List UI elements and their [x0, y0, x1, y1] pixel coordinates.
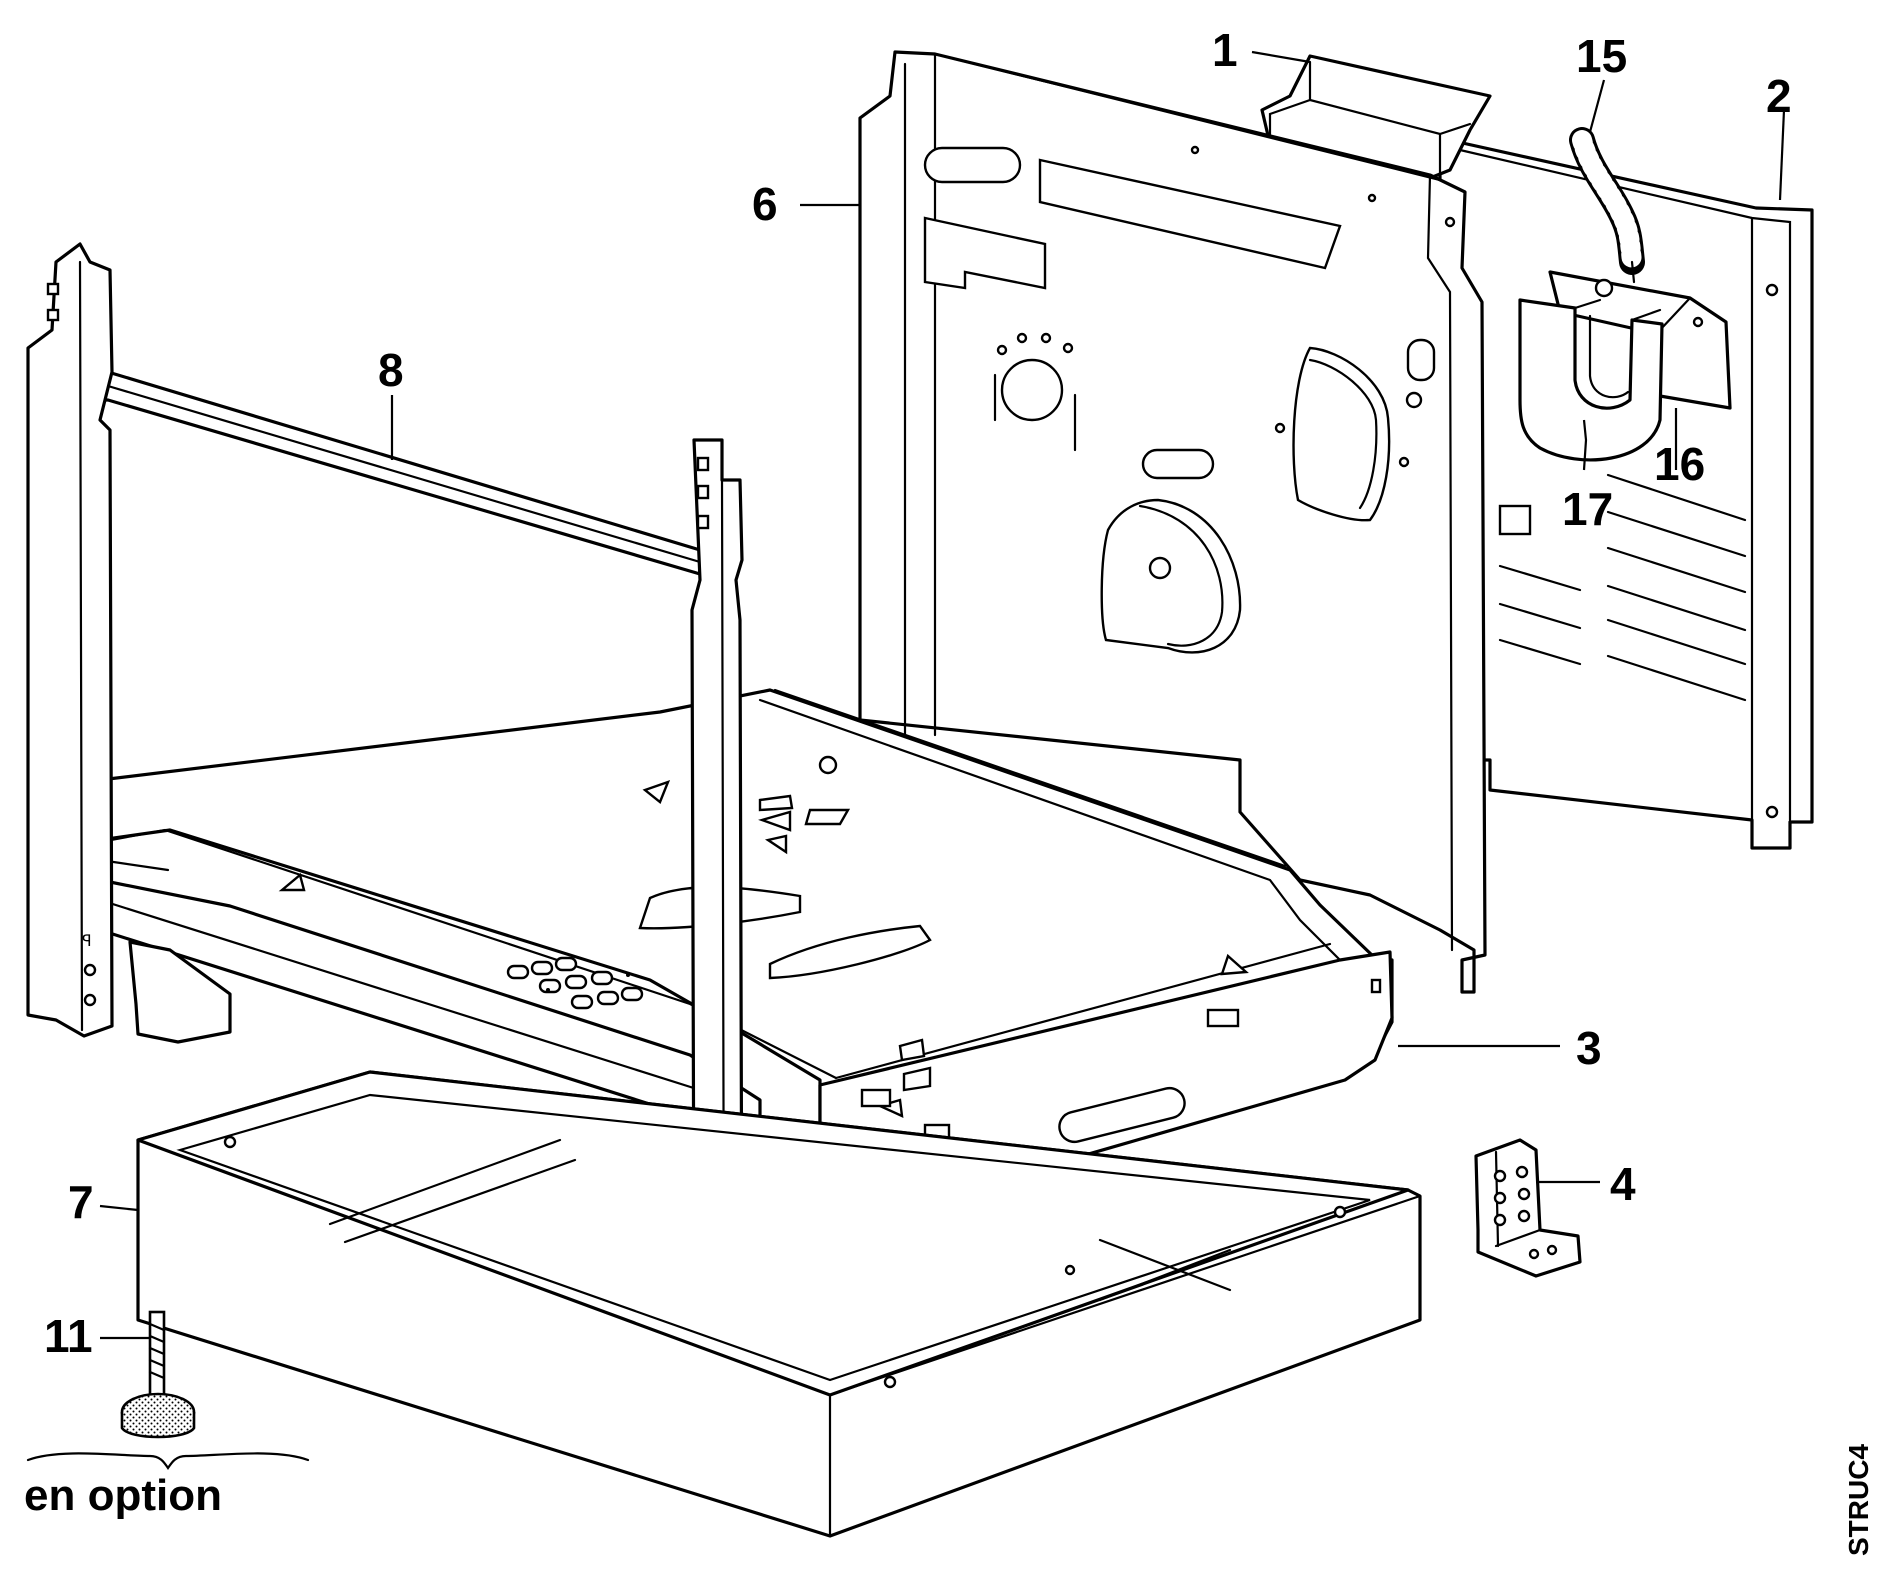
callout-1: 1: [1212, 24, 1238, 76]
part-4-corner-bracket: [1474, 1138, 1582, 1278]
part-8-front-frame: ꟼ: [26, 242, 762, 1322]
option-caption: en option: [24, 1471, 222, 1520]
option-brace: [26, 1452, 310, 1470]
callout-6: 6: [752, 178, 778, 230]
part-16-bracket: [1548, 270, 1732, 410]
callout-17: 17: [1562, 483, 1613, 535]
part-11-adjustable-foot: [120, 1310, 196, 1439]
floor-perforations: [506, 956, 644, 1010]
callout-3: 3: [1576, 1022, 1602, 1074]
callout-2: 2: [1766, 70, 1792, 122]
part-17-u-clamp: [1518, 298, 1664, 462]
figure-code: STRUC4: [1843, 1444, 1874, 1556]
callout-11: 11: [44, 1310, 93, 1362]
callout-4: 4: [1610, 1158, 1636, 1210]
part-6-rear-inner-panel: [858, 50, 1487, 994]
callout-8: 8: [378, 344, 404, 396]
callout-7: 7: [68, 1176, 94, 1228]
callout-16: 16: [1654, 438, 1705, 490]
part-3-floor-tray: [98, 688, 1394, 1282]
part-7-plinth: [136, 1070, 1422, 1538]
callout-15: 15: [1576, 30, 1627, 82]
part-15-flexible-hose: [1569, 127, 1645, 284]
callout-labels: 1 2 3 4 6 7 8 11 15 16 17: [44, 24, 1792, 1362]
leader-lines: [99, 50, 1786, 1340]
svg-text:ꟼ: ꟼ: [82, 933, 92, 950]
